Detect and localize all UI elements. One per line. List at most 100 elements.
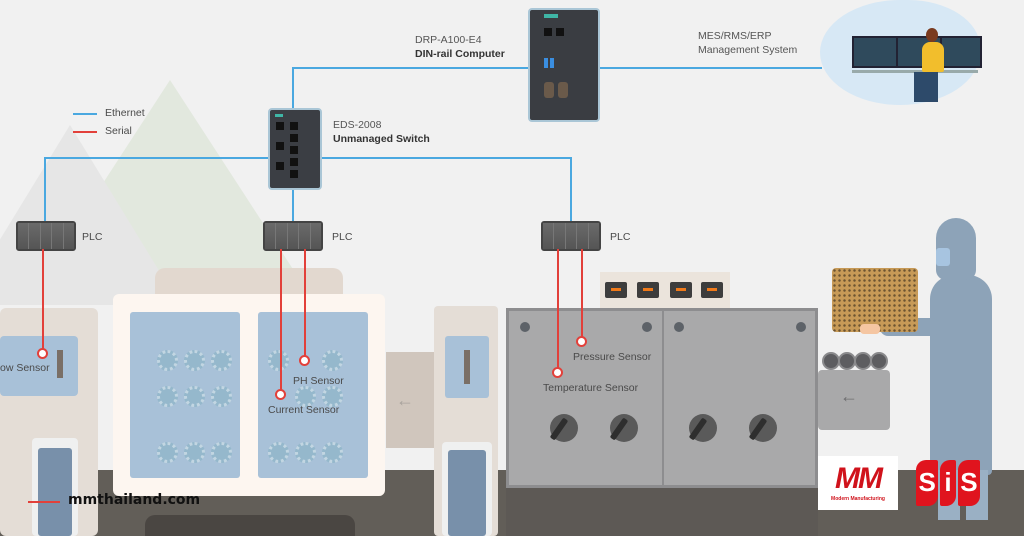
gear-icon — [268, 442, 289, 463]
plc-2[interactable] — [263, 221, 323, 251]
ethernet-port-icon — [556, 28, 564, 36]
logo-sis-letter: S — [916, 460, 939, 506]
plc-2-label: PLC — [332, 231, 353, 243]
temperature-sensor-label: Temperature Sensor — [543, 382, 639, 394]
gear-icon — [295, 442, 316, 463]
conveyor-connector — [386, 352, 438, 448]
serial-port-icon — [558, 82, 568, 98]
pressure-sensor-point[interactable] — [576, 336, 587, 347]
gear-icon — [157, 386, 178, 407]
machine-middle-base — [145, 515, 355, 536]
gear-icon — [211, 350, 232, 371]
ethernet-line — [292, 67, 528, 69]
operator-legs — [914, 72, 938, 102]
usb-port-icon — [544, 58, 548, 68]
ph-sensor-label: PH Sensor — [293, 375, 344, 387]
website-rule — [28, 501, 60, 503]
vent-slot — [701, 282, 723, 298]
legend-ethernet-swatch — [73, 113, 97, 115]
gear-icon — [295, 386, 316, 407]
management-label: MES/RMS/ERP Management System — [698, 29, 797, 57]
current-sensor-point[interactable] — [275, 389, 286, 400]
computer-label: DRP-A100-E4 DIN-rail Computer — [415, 33, 505, 61]
monitor-icon — [940, 36, 982, 68]
port-column — [290, 122, 298, 182]
machine-left-panel — [0, 336, 78, 396]
machine-grey-base — [506, 488, 818, 536]
machine-grey-divider — [662, 308, 664, 488]
machine-left-door-window — [38, 448, 72, 536]
control-knob[interactable] — [689, 414, 717, 442]
logo-mm-tagline: Modern Manufacturing — [831, 496, 885, 502]
monitor-icon — [852, 36, 898, 68]
logo-mm-mark: MM — [835, 462, 883, 495]
vent-slot — [670, 282, 692, 298]
legend-serial-label: Serial — [105, 125, 132, 137]
bolt — [674, 322, 684, 332]
plc-3[interactable] — [541, 221, 601, 251]
management-line2: Management System — [698, 44, 798, 56]
serial-line — [42, 249, 44, 351]
status-led — [275, 114, 283, 117]
pressure-sensor-label: Pressure Sensor — [573, 351, 652, 363]
circuit-board — [832, 268, 918, 332]
ethernet-line — [292, 185, 294, 221]
ph-sensor-point[interactable] — [299, 355, 310, 366]
plc-1[interactable] — [16, 221, 76, 251]
gear-icon — [184, 442, 205, 463]
gear-icon — [184, 386, 205, 407]
operator-figure — [922, 42, 944, 72]
switch-name: Unmanaged Switch — [333, 133, 430, 145]
website-link[interactable]: mmthailand.com — [68, 492, 201, 508]
port-column — [276, 122, 284, 182]
gear-icon — [211, 442, 232, 463]
ethernet-port-icon — [544, 28, 552, 36]
legend-serial-swatch — [73, 131, 97, 133]
logo-modern-manufacturing[interactable]: MM Modern Manufacturing — [818, 456, 898, 510]
vent-slot — [637, 282, 659, 298]
management-line1: MES/RMS/ERP — [698, 30, 772, 42]
gear-icon — [184, 350, 205, 371]
din-rail-computer[interactable] — [528, 8, 600, 122]
vent-slot — [605, 282, 627, 298]
machine-left-indicator — [57, 350, 63, 378]
machine-grey-vents — [600, 272, 730, 308]
serial-line — [280, 249, 282, 391]
worker-mask — [936, 248, 950, 266]
gear-icon — [322, 442, 343, 463]
control-knob[interactable] — [610, 414, 638, 442]
ethernet-line — [292, 67, 294, 111]
arrow-left-icon: ← — [396, 390, 414, 410]
control-knob[interactable] — [749, 414, 777, 442]
bolt — [796, 322, 806, 332]
bolt — [520, 322, 530, 332]
usb-port-icon — [550, 58, 554, 68]
current-sensor-label: Current Sensor — [268, 404, 340, 416]
plc-1-label: PLC — [82, 231, 103, 243]
serial-line — [304, 249, 306, 357]
ethernet-line — [570, 157, 572, 221]
worker-hand — [860, 324, 880, 334]
legend-ethernet-label: Ethernet — [105, 107, 145, 119]
serial-line — [557, 249, 559, 369]
serial-port-icon — [544, 82, 554, 98]
operator-workstation — [852, 28, 982, 104]
gear-icon — [268, 350, 289, 371]
plc-3-label: PLC — [610, 231, 631, 243]
operator-head — [926, 28, 938, 42]
conveyor-right — [818, 370, 890, 430]
switch-model: EDS-2008 — [333, 119, 382, 131]
flow-sensor-point[interactable] — [37, 348, 48, 359]
switch-label: EDS-2008 Unmanaged Switch — [333, 118, 430, 146]
gear-icon — [157, 442, 178, 463]
logo-sis[interactable]: S i S — [916, 460, 980, 506]
control-knob[interactable] — [550, 414, 578, 442]
cabinet-narrow-indicator — [464, 350, 470, 384]
gear-icon — [211, 386, 232, 407]
unmanaged-switch[interactable] — [268, 108, 322, 190]
ethernet-line — [600, 67, 822, 69]
computer-name: DIN-rail Computer — [415, 48, 505, 60]
arrow-left-icon: ← — [840, 386, 858, 406]
temperature-sensor-point[interactable] — [552, 367, 563, 378]
worker-body — [930, 275, 992, 475]
